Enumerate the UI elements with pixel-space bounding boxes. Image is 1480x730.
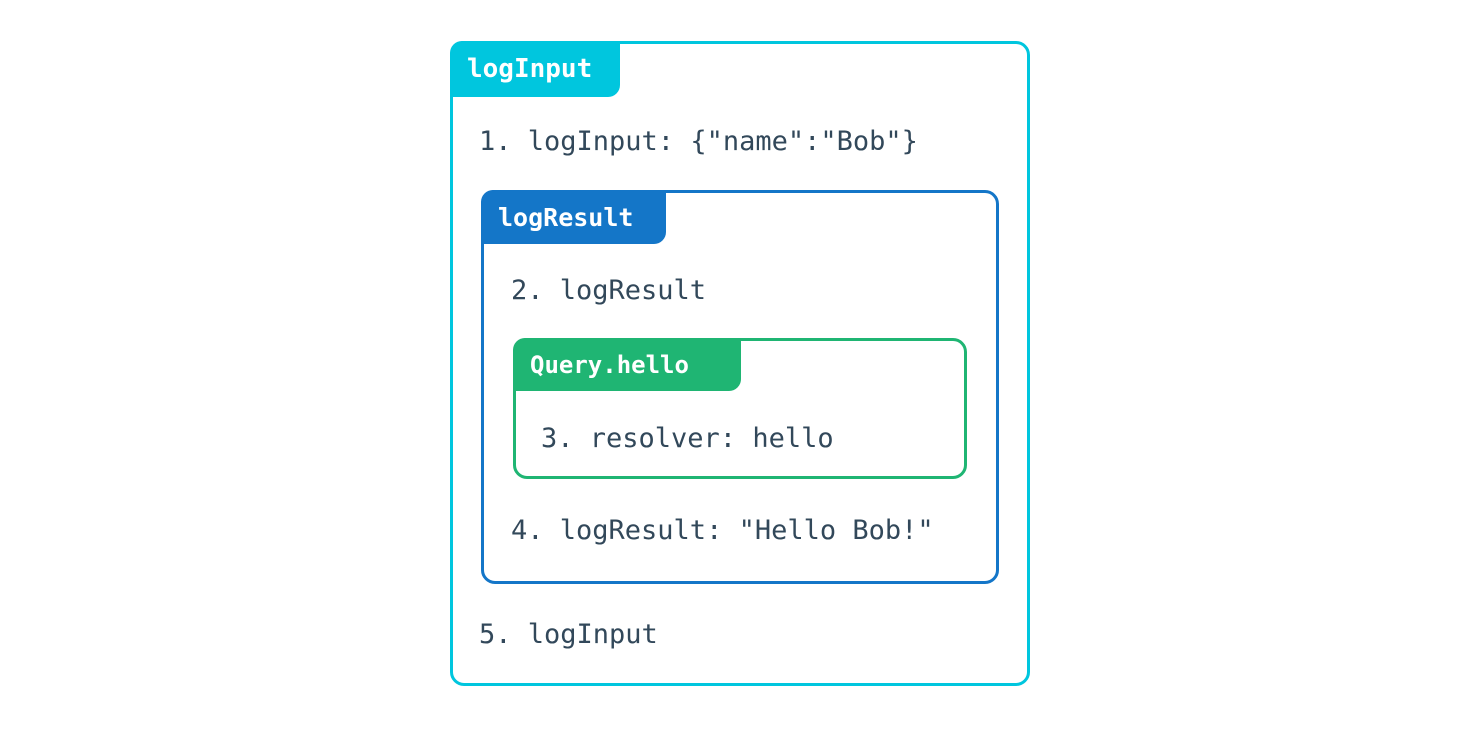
trace-tab-logresult[interactable]: logResult (481, 190, 666, 244)
trace-line-3: 3. resolver: hello (541, 423, 834, 454)
trace-line-5: 5. logInput (479, 619, 658, 650)
trace-line-4: 4. logResult: "Hello Bob!" (511, 515, 934, 546)
trace-line-1: 1. logInput: {"name":"Bob"} (479, 126, 918, 157)
trace-tab-loginput[interactable]: logInput (450, 41, 620, 97)
trace-line-2: 2. logResult (511, 275, 707, 306)
trace-tab-queryhello[interactable]: Query.hello (513, 338, 741, 391)
